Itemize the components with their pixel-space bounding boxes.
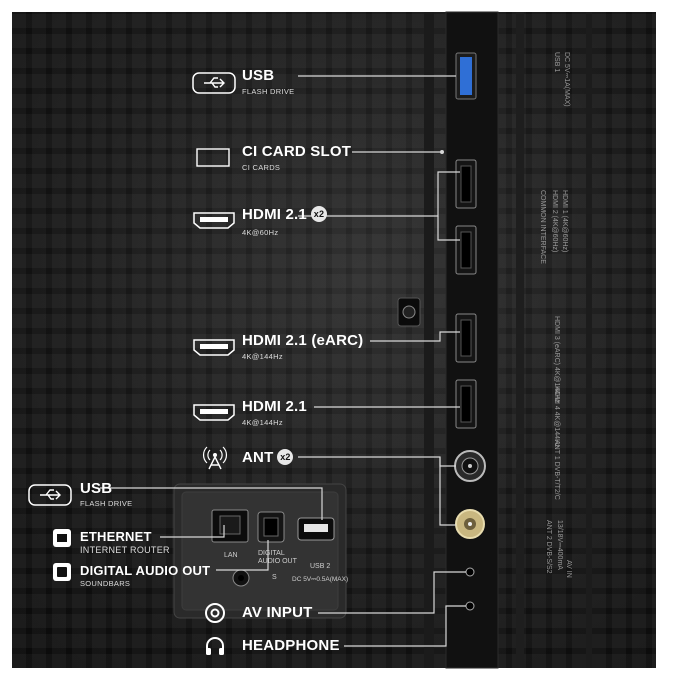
ant2-power-label: 13/18V⎓400mA bbox=[556, 520, 563, 570]
usb-bottom-sub: FLASH DRIVE bbox=[80, 499, 133, 508]
hdmi-single-title: HDMI 2.1 bbox=[242, 398, 307, 415]
hdmi-x2-text: HDMI 2.1 bbox=[242, 206, 307, 223]
hdmi-port-3 bbox=[455, 313, 477, 363]
connector-lines bbox=[100, 75, 466, 647]
hdmi-port-4 bbox=[455, 379, 477, 429]
usb-top-title: USB bbox=[242, 67, 275, 84]
hdmi1-label: HDMI 1 (4K@60Hz) bbox=[561, 190, 568, 253]
hdmi-single-sub: 4K@144Hz bbox=[242, 418, 283, 427]
hdmi-earc-icon bbox=[192, 337, 236, 361]
headphone-icon bbox=[204, 635, 226, 661]
ant-connector-1 bbox=[454, 450, 486, 482]
ethernet-sub: INTERNET ROUTER bbox=[80, 545, 170, 555]
av-input-icon bbox=[204, 602, 226, 628]
digital-audio-sub: SOUNDBARS bbox=[80, 579, 131, 588]
optical-port bbox=[257, 511, 285, 543]
usb-top-sub: FLASH DRIVE bbox=[242, 87, 295, 96]
ethernet-icon bbox=[52, 528, 72, 552]
common-interface-label: COMMON INTERFACE bbox=[539, 190, 546, 264]
usb2-power-label: DC 5V⎓0.5A(MAX) bbox=[292, 576, 349, 583]
hdmi-port-1 bbox=[455, 159, 477, 209]
hdmi-port-2 bbox=[455, 225, 477, 275]
av-input-jack bbox=[465, 567, 475, 577]
hdmi4-label: HDMI 4 4K@144Hz bbox=[553, 386, 560, 448]
ant-text: ANT bbox=[242, 449, 274, 466]
lan-label: LAN bbox=[224, 552, 238, 559]
usb-icon bbox=[192, 72, 236, 98]
ci-card-icon bbox=[196, 148, 230, 172]
ant1-label: ANT 1 DVB-T/T2/C bbox=[553, 440, 560, 500]
ci-card-title: CI CARD SLOT bbox=[242, 143, 352, 160]
ant2-label: ANT 2 DVB-S/S2 bbox=[545, 520, 552, 574]
hdmi-earc-title: HDMI 2.1 (eARC) bbox=[242, 332, 364, 349]
ant-badge: x2 bbox=[277, 449, 294, 465]
av-in-label: AV IN bbox=[565, 560, 572, 578]
ci-card-sub: CI CARDS bbox=[242, 163, 281, 172]
antenna-icon bbox=[202, 445, 228, 475]
digital-audio-port-label: DIGITAL AUDIO OUT bbox=[258, 550, 297, 565]
lan-port bbox=[211, 509, 249, 543]
hdmi2-label: HDMI 2 (4K@60Hz) bbox=[551, 190, 558, 253]
usb1-power-label: DC 5V⎓1A(MAX) bbox=[563, 52, 570, 107]
hdmi-x2-sub: 4K@60Hz bbox=[242, 228, 279, 237]
headphone-title: HEADPHONE bbox=[242, 637, 340, 654]
ethernet-title: ETHERNET bbox=[80, 529, 152, 544]
usb-2-port bbox=[297, 517, 335, 541]
side-rail-left bbox=[424, 12, 434, 668]
usb-bottom-title: USB bbox=[80, 480, 113, 497]
tv-back-panel bbox=[12, 12, 656, 668]
ant-connector-2 bbox=[455, 509, 485, 539]
hdmi-icon bbox=[192, 210, 236, 234]
digital-audio-icon bbox=[52, 562, 72, 586]
av-input-title: AV INPUT bbox=[242, 604, 313, 621]
side-rail-right bbox=[516, 12, 524, 668]
hdmi-x2-badge: x2 bbox=[310, 206, 327, 222]
usb-bottom-icon bbox=[28, 484, 72, 510]
usb1-side-label: USB 1 bbox=[553, 52, 560, 73]
usb2-label: USB 2 bbox=[310, 563, 331, 570]
hdmi-earc-sub: 4K@144Hz bbox=[242, 352, 283, 361]
digital-audio-title: DIGITAL AUDIO OUT bbox=[80, 563, 211, 578]
headphone-jack bbox=[465, 601, 475, 611]
s-mark-label: S bbox=[272, 574, 277, 581]
hdmi-single-icon bbox=[192, 402, 236, 426]
